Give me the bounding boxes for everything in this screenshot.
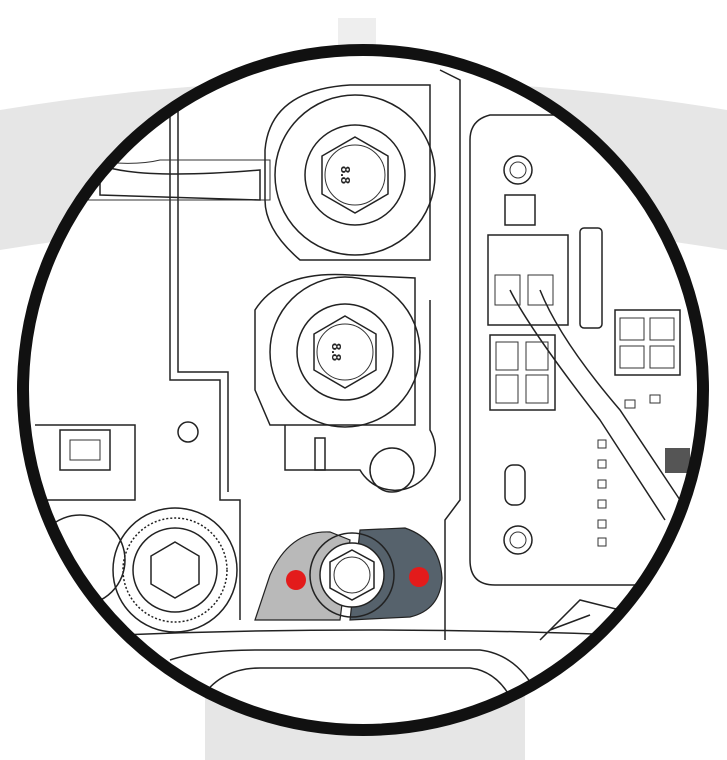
bolt-grade-marking: 8.8: [329, 343, 344, 361]
magnifier-frame: [17, 44, 709, 736]
fuse: [579, 227, 603, 329]
marker-dot-right: [409, 567, 429, 587]
top-bolt: 8.8: [264, 84, 436, 261]
smd-pads: [597, 394, 690, 547]
marker-dot-left: [286, 570, 306, 590]
circuit-board: [469, 114, 703, 661]
bolt-grade-marking: 8.8: [338, 166, 353, 184]
terminal-assembly: [254, 527, 443, 621]
middle-bolt: 8.8: [254, 273, 421, 428]
